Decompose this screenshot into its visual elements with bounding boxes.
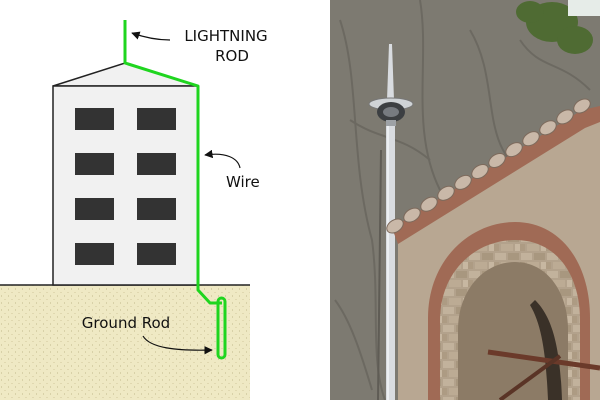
building-window bbox=[137, 243, 176, 265]
roof-tile bbox=[471, 163, 489, 180]
roof-tiles bbox=[386, 98, 591, 234]
arch-opening bbox=[458, 262, 568, 400]
roof-tile bbox=[403, 207, 421, 223]
lightning-rod-arrow bbox=[131, 31, 171, 41]
arch-inner-shadow bbox=[530, 300, 562, 400]
roof-tile bbox=[556, 109, 574, 125]
tree-foliage bbox=[516, 1, 593, 54]
brick-roof-band bbox=[392, 106, 600, 244]
building-roof bbox=[52, 62, 199, 87]
building-window bbox=[75, 243, 114, 265]
lightning-rod-label-line1: LIGHTNING bbox=[184, 27, 267, 45]
building-window bbox=[75, 108, 114, 130]
metal-rail-lower bbox=[498, 354, 562, 400]
ground-rod-label: Ground Rod bbox=[82, 314, 170, 332]
building-window bbox=[75, 198, 114, 220]
down-conductor-cable bbox=[377, 149, 382, 400]
lightning-rod-wire bbox=[123, 20, 222, 305]
sky-patch bbox=[568, 0, 600, 16]
roof-tile bbox=[573, 98, 591, 114]
ground-texture bbox=[0, 285, 250, 400]
roof-tile bbox=[454, 174, 472, 190]
building-window bbox=[75, 153, 114, 175]
ground-rod-arrow bbox=[142, 335, 213, 355]
building-window bbox=[137, 153, 176, 175]
roof-tile bbox=[505, 142, 523, 158]
roof-tile bbox=[539, 120, 557, 136]
roof-tile bbox=[488, 152, 506, 169]
ground-rod bbox=[216, 296, 227, 360]
building-windows bbox=[75, 108, 176, 265]
building-window bbox=[137, 108, 176, 130]
wire-arrow bbox=[204, 149, 241, 169]
diagram-panel: LIGHTNING ROD Wire Ground Rod bbox=[0, 20, 268, 400]
metal-rail bbox=[487, 349, 600, 371]
photo-panel bbox=[330, 0, 600, 400]
roof-tile bbox=[386, 218, 404, 234]
lightning-rod-label-line2: ROD bbox=[215, 47, 249, 65]
roof-tile bbox=[420, 196, 438, 212]
roof-tile bbox=[522, 131, 540, 147]
roof-tile bbox=[437, 185, 455, 201]
building bbox=[52, 85, 199, 286]
wire-label: Wire bbox=[226, 173, 260, 191]
building-window bbox=[137, 198, 176, 220]
lightning-rod-tip bbox=[387, 44, 394, 100]
pole-lamp bbox=[368, 97, 414, 126]
lightning-rod-pole bbox=[386, 118, 395, 400]
